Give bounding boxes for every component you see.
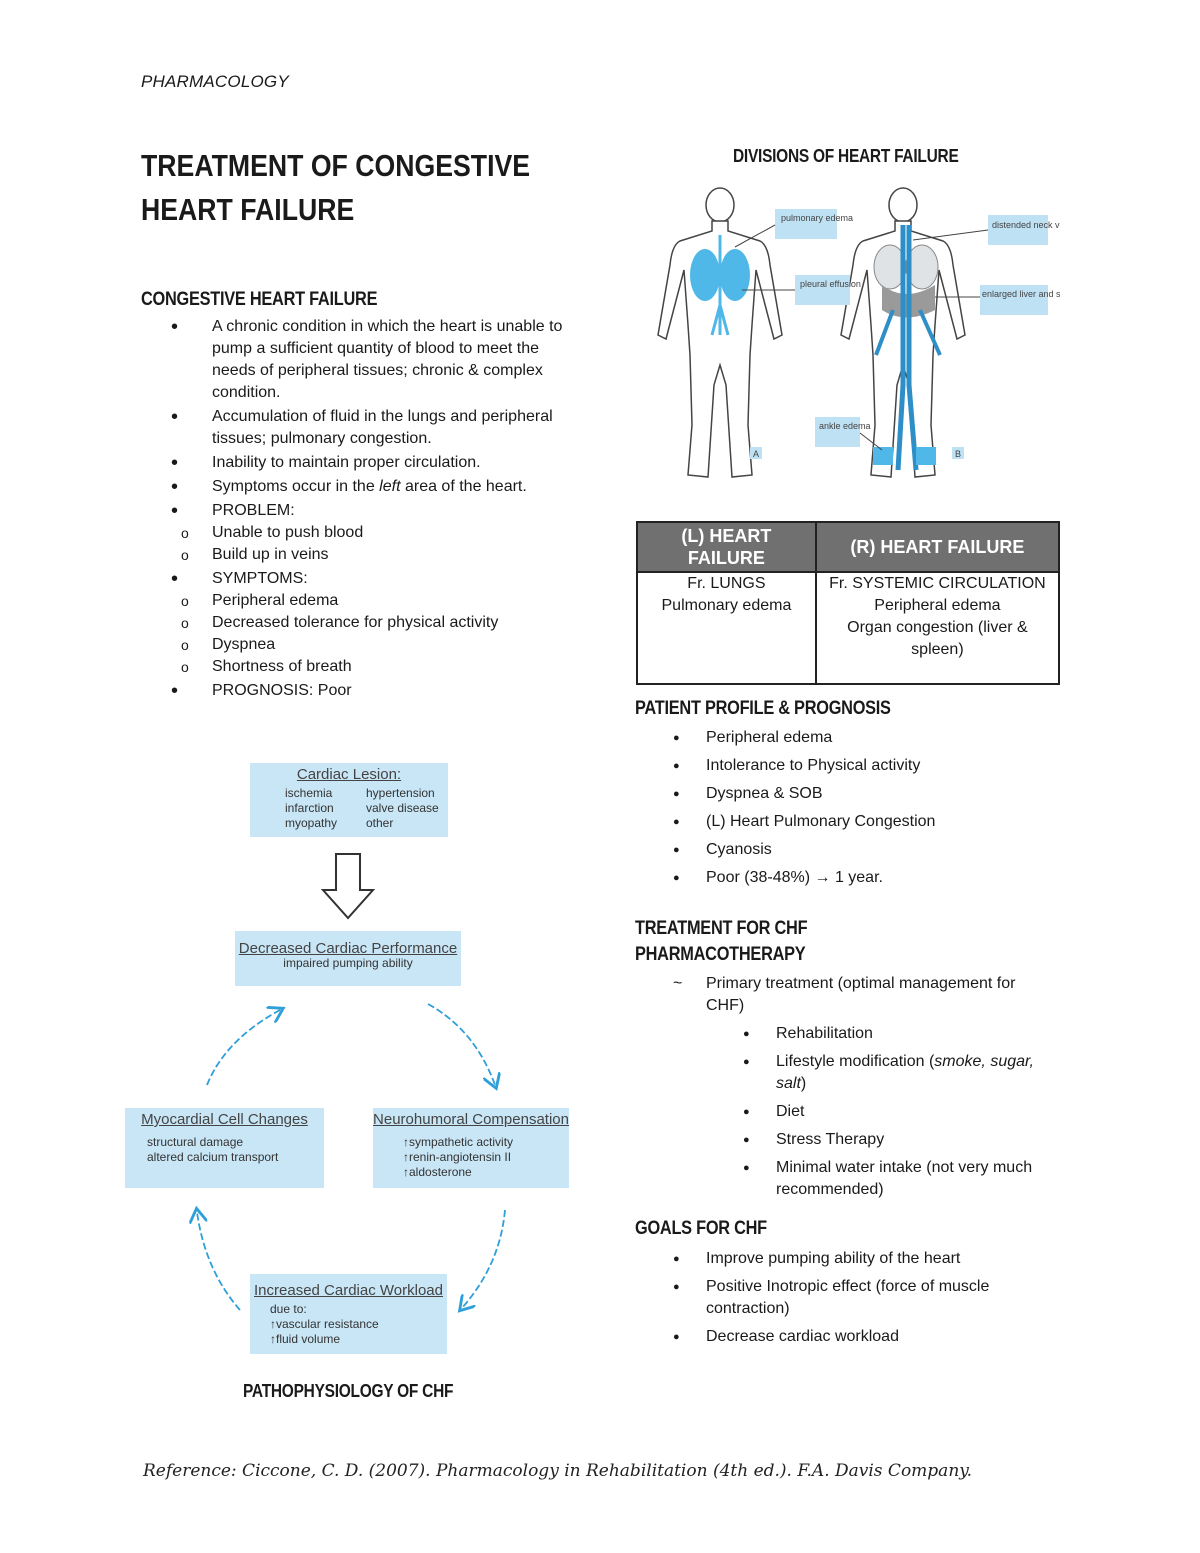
label-pleural-effusion: pleural effusion xyxy=(800,279,861,289)
increased-workload-box: Increased Cardiac Workload due to: ↑vasc… xyxy=(250,1274,447,1354)
cycle-arrow-icon xyxy=(427,1003,495,1085)
table-header-left: (L) HEART FAILURE xyxy=(636,521,817,573)
list-item: Minimal water intake (not very much reco… xyxy=(705,1157,1055,1201)
neurohumoral-line: ↑aldosterone xyxy=(403,1165,472,1179)
sub-list-item: Shortness of breath xyxy=(141,656,581,678)
workload-title: Increased Cardiac Workload xyxy=(254,1282,443,1299)
table-cell-left: Fr. LUNGS Pulmonary edema xyxy=(636,571,817,685)
divisions-heading: DIVISIONS OF HEART FAILURE xyxy=(733,146,959,166)
sub-list-item: Dyspnea xyxy=(141,634,581,656)
list-item: Stress Therapy xyxy=(705,1129,1055,1151)
cardiac-lesion-title: Cardiac Lesion: xyxy=(296,766,402,783)
list-item: SYMPTOMS: Peripheral edema Decreased tol… xyxy=(141,568,581,678)
sub-list-item: Peripheral edema xyxy=(141,590,581,612)
lesion-item: myopathy xyxy=(285,816,338,830)
list-item: Symptoms occur in the left area of the h… xyxy=(141,476,581,498)
decreased-performance-box: Decreased Cardiac Performance impaired p… xyxy=(235,931,461,986)
neurohumoral-title: Neurohumoral Compensation xyxy=(373,1111,569,1128)
neurohumoral-line: ↑sympathetic activity xyxy=(403,1135,514,1149)
list-item: Inability to maintain proper circulation… xyxy=(141,452,581,474)
list-item: Diet xyxy=(705,1101,1055,1123)
list-item: (L) Heart Pulmonary Congestion xyxy=(635,811,1055,833)
label-enlarged-liver: enlarged liver and spleen xyxy=(982,289,1060,299)
lesion-item: ischemia xyxy=(285,786,333,800)
page-header: PHARMACOLOGY xyxy=(141,72,289,91)
profile-list: Peripheral edema Intolerance to Physical… xyxy=(635,727,1055,895)
lung-icon xyxy=(690,249,720,301)
page-title: TREATMENT OF CONGESTIVE HEART FAILURE xyxy=(141,148,531,227)
list-item: Improve pumping ability of the heart xyxy=(635,1248,1055,1270)
list-item: Poor (38-48%) → 1 year. xyxy=(635,867,1055,889)
lung-icon xyxy=(720,249,750,301)
label-a: A xyxy=(753,449,759,459)
list-item: Peripheral edema xyxy=(635,727,1055,749)
cardiac-lesion-box: Cardiac Lesion: ischemia infarction myop… xyxy=(250,763,448,837)
list-item: Dyspnea & SOB xyxy=(635,783,1055,805)
neurohumoral-line: ↑renin-angiotensin II xyxy=(403,1150,512,1164)
list-item: Decrease cardiac workload xyxy=(635,1326,1055,1348)
label-neck-veins: distended neck veins xyxy=(992,220,1060,230)
myocardial-title: Myocardial Cell Changes xyxy=(141,1111,308,1128)
down-arrow-icon xyxy=(320,853,376,920)
cycle-arrow-icon xyxy=(197,1212,241,1311)
list-item: A chronic condition in which the heart i… xyxy=(141,316,581,404)
table-cell-right: Fr. SYSTEMIC CIRCULATION Peripheral edem… xyxy=(814,571,1061,685)
workload-line: ↑fluid volume xyxy=(270,1332,341,1346)
list-item: PROGNOSIS: Poor xyxy=(141,680,581,702)
workload-line: ↑vascular resistance xyxy=(270,1317,379,1331)
sub-list-item: Build up in veins xyxy=(141,544,581,566)
cycle-arrows xyxy=(170,1003,506,1330)
vein-icon xyxy=(895,225,919,471)
list-item: Accumulation of fluid in the lungs and p… xyxy=(141,406,581,450)
goals-list: Improve pumping ability of the heart Pos… xyxy=(635,1248,1055,1354)
diagram-caption: PATHOPHYSIOLOGY OF CHF xyxy=(243,1381,454,1401)
list-item: Rehabilitation xyxy=(705,1023,1055,1045)
heart-failure-table: (L) HEART FAILURE (R) HEART FAILURE Fr. … xyxy=(636,521,1061,685)
cycle-arrow-icon xyxy=(462,1209,506,1308)
chf-heading: CONGESTIVE HEART FAILURE xyxy=(141,289,378,310)
profile-heading: PATIENT PROFILE & PROGNOSIS xyxy=(635,698,891,719)
lesion-item: valve disease xyxy=(366,801,439,815)
label-pulmonary-edema: pulmonary edema xyxy=(781,213,853,223)
heart-failure-figure: pulmonary edema pleural effusion distend… xyxy=(657,187,1060,478)
performance-sub: impaired pumping ability xyxy=(283,956,413,970)
sub-list-item: Decreased tolerance for physical activit… xyxy=(141,612,581,634)
lesion-item: other xyxy=(366,816,394,830)
primary-treatment: ~Primary treatment (optimal management f… xyxy=(673,975,1016,1014)
lesion-item: hypertension xyxy=(366,786,435,800)
myocardial-line: altered calcium transport xyxy=(147,1150,279,1164)
myocardial-changes-box: Myocardial Cell Changes structural damag… xyxy=(125,1108,324,1188)
list-item: Lifestyle modification (smoke, sugar, sa… xyxy=(705,1051,1055,1095)
sub-list-item: Unable to push blood xyxy=(141,522,581,544)
performance-title: Decreased Cardiac Performance xyxy=(238,940,458,957)
treatment-heading: TREATMENT FOR CHF xyxy=(635,918,808,939)
chf-list: A chronic condition in which the heart i… xyxy=(141,316,581,704)
cycle-arrow-icon xyxy=(206,1010,280,1086)
lesion-item: infarction xyxy=(285,801,334,815)
label-ankle-edema: ankle edema xyxy=(819,421,871,431)
neurohumoral-box: Neurohumoral Compensation ↑sympathetic a… xyxy=(373,1108,569,1188)
reference: Reference: Ciccone, C. D. (2007). Pharma… xyxy=(143,1461,973,1481)
list-item: PROBLEM: Unable to push blood Build up i… xyxy=(141,500,581,566)
pharmacotherapy-heading: PHARMACOTHERAPY xyxy=(635,944,806,965)
body-figure-a xyxy=(657,187,783,478)
workload-line: due to: xyxy=(270,1302,307,1316)
table-header-right: (R) HEART FAILURE xyxy=(814,521,1061,573)
list-item: Positive Inotropic effect (force of musc… xyxy=(635,1276,1055,1320)
treatment-list: ~Primary treatment (optimal management f… xyxy=(635,973,1055,1207)
list-item: Cyanosis xyxy=(635,839,1055,861)
myocardial-line: structural damage xyxy=(147,1135,244,1149)
label-b: B xyxy=(955,449,961,459)
list-item: Intolerance to Physical activity xyxy=(635,755,1055,777)
goals-heading: GOALS FOR CHF xyxy=(635,1218,767,1239)
